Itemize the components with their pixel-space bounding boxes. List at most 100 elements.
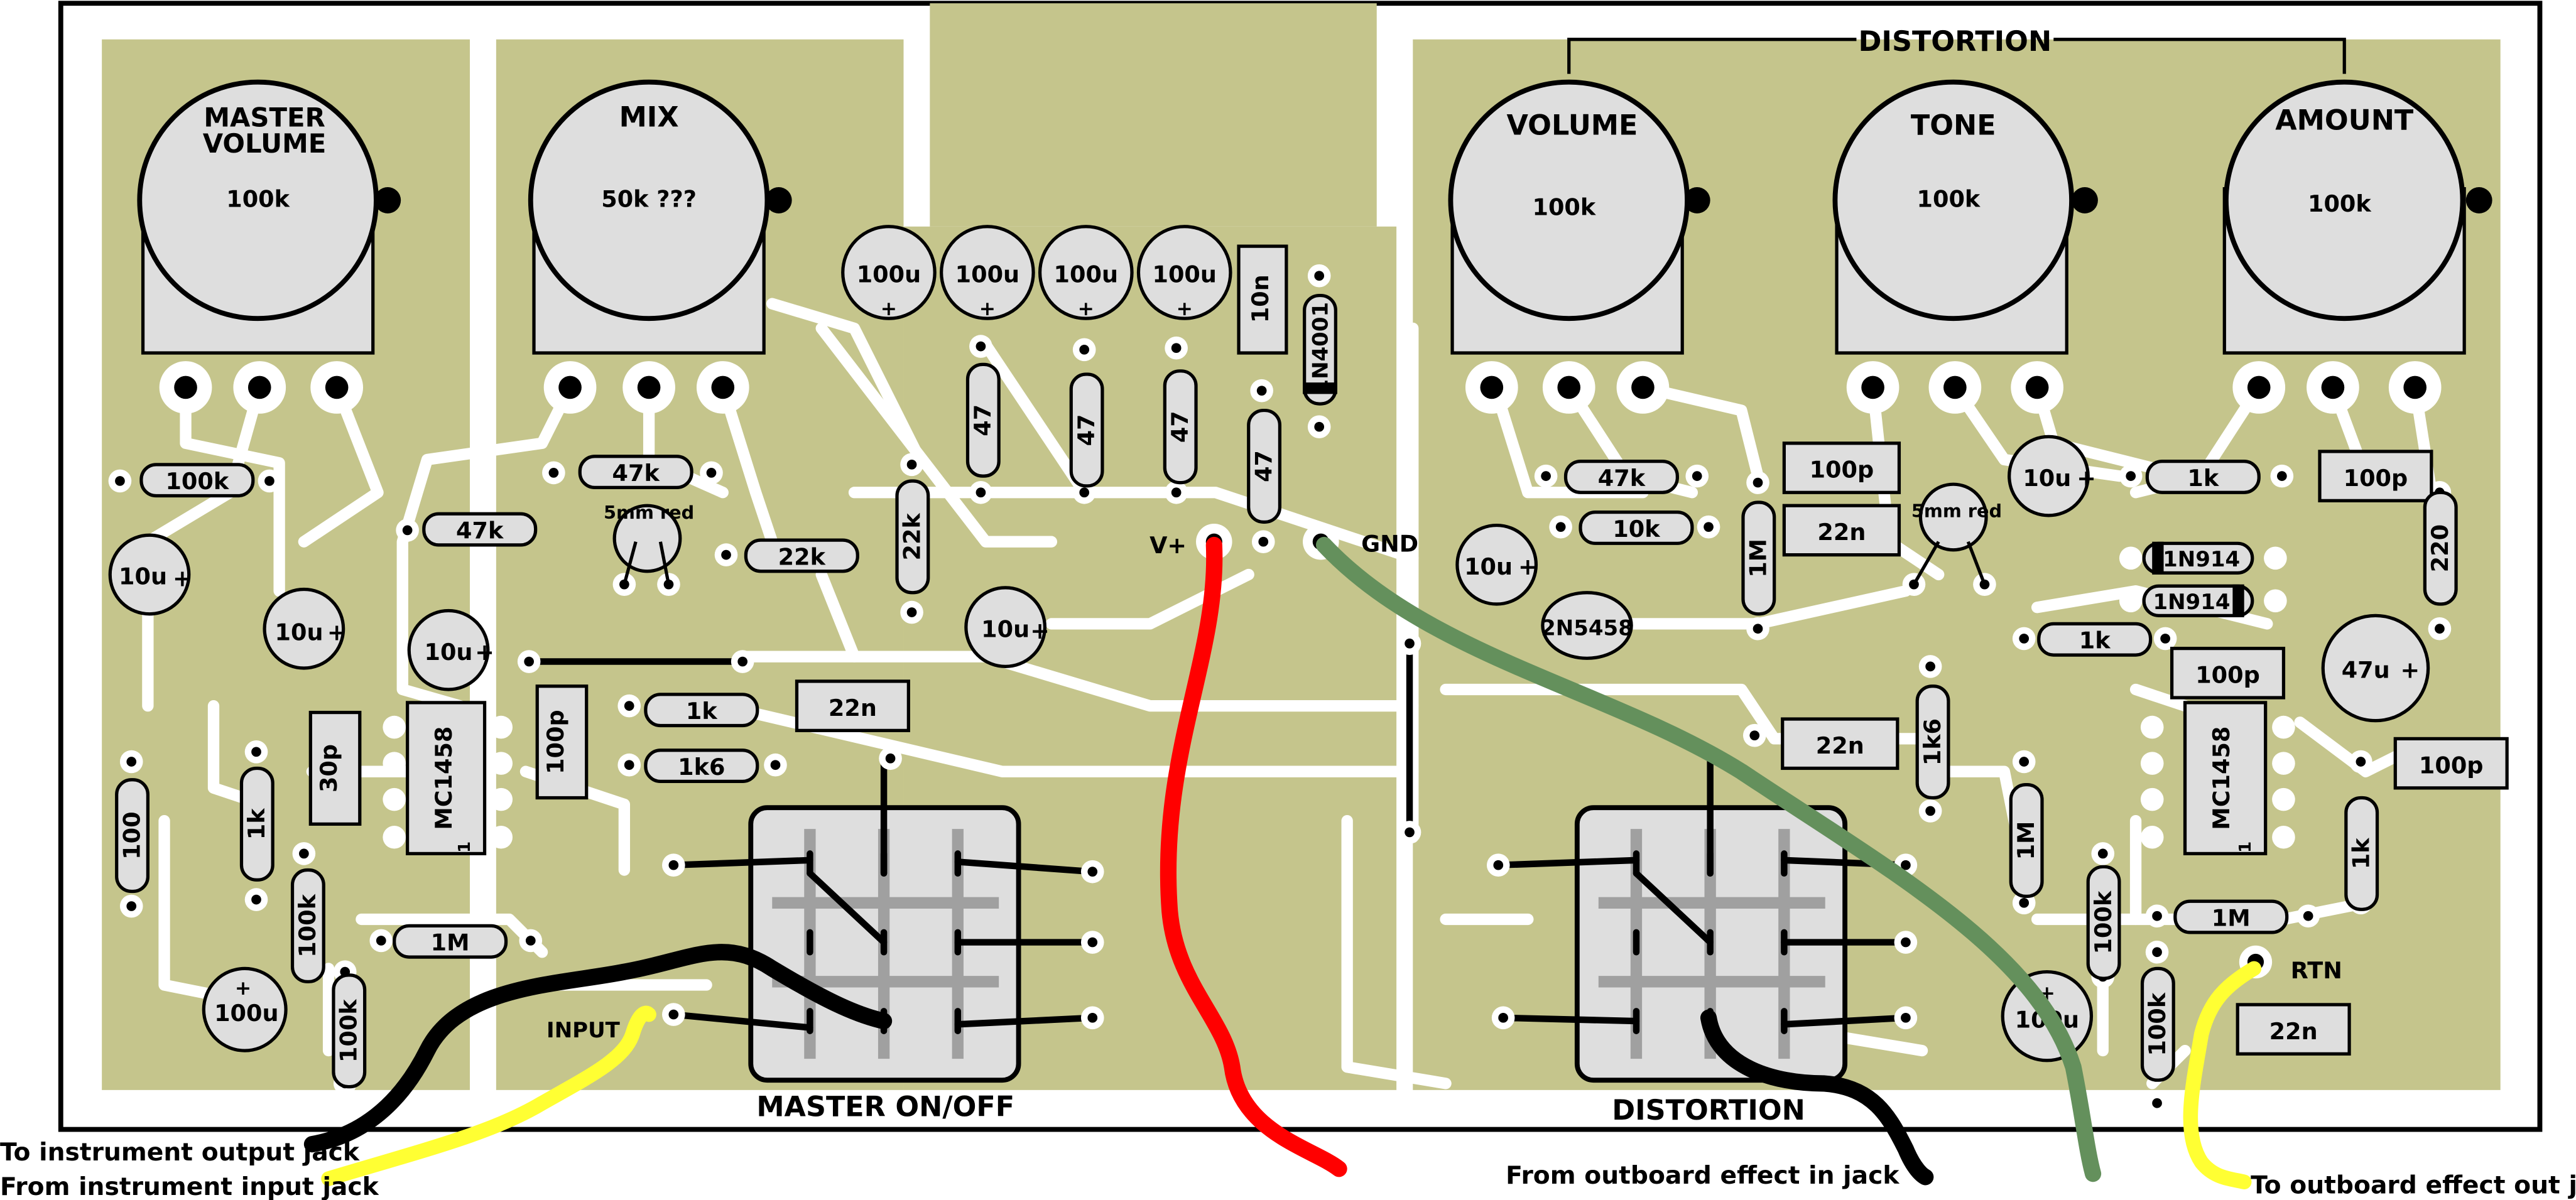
svg-text:100: 100 [118,811,145,859]
wire-yellow-inst-in [321,1005,656,1186]
svg-text:100k: 100k [2090,890,2117,954]
led-5mm-red-a: 5mm red [604,502,694,585]
wire-black-inst-out [303,944,893,1153]
svg-text:1N4001: 1N4001 [1308,302,1333,394]
resistor-1k-c: 1k [2037,622,2153,657]
diode-1n914-b: 1N914 [2142,584,2254,617]
svg-text:10k: 10k [1612,516,1661,543]
svg-text:100p: 100p [542,710,569,774]
svg-text:47: 47 [1073,414,1100,446]
resistor-10k: 10k [1579,511,1694,545]
svg-text:47: 47 [969,404,996,436]
resistor-1k6-b: 1k6 [1915,684,1950,800]
cap-22n-b: 22n [1782,504,1901,557]
cap-10u-b: 10u+ [263,587,347,670]
svg-text:100k: 100k [294,893,321,957]
tone-pot[interactable]: TONE 100k [1832,79,2098,355]
svg-text:1k6: 1k6 [1919,718,1946,765]
svg-text:100u: 100u [1054,261,1118,288]
svg-text:100u: 100u [214,1000,278,1027]
svg-text:47k: 47k [1598,465,1646,492]
svg-text:+: + [1177,298,1193,320]
resistor-100-a: 100 [115,778,150,894]
svg-text:1N914: 1N914 [2153,590,2230,615]
vplus-label: V+ [1149,532,1187,559]
resistor-47k-b: 47k [578,455,693,490]
distortion-switch-label: DISTORTION [1612,1095,1805,1127]
cap-100p-a: 100p [535,684,589,800]
svg-text:1M: 1M [431,929,470,956]
master-switch-label: MASTER ON/OFF [756,1091,1014,1123]
svg-text:47k: 47k [456,517,504,544]
cap-22n-c: 22n [1781,717,1899,770]
volume-pot[interactable]: VOLUME 100k [1448,79,1710,355]
svg-text:+: + [1078,298,1094,320]
svg-text:1k: 1k [2187,465,2219,492]
resistor-1m-d: 1M [2173,899,2289,934]
fx-out-label: To outboard effect out jack [2251,1172,2576,1200]
volume-value: 100k [1533,193,1597,220]
svg-text:47u: 47u [2342,657,2390,684]
cap-10u-f: 10u+ [1455,523,1538,606]
resistor-100k-v1: 100k [290,868,325,983]
rtn-label: RTN [2291,957,2342,984]
svg-text:1M: 1M [2013,821,2040,860]
cap-10u-g: 10u+ [2008,435,2096,517]
cap-10u-a: 10u+ [108,533,192,616]
resistor-1m-b: 1M [1741,500,1776,616]
svg-text:+: + [235,977,251,1000]
wire-green-gnd [1315,536,2102,1182]
svg-text:100k: 100k [165,468,229,495]
svg-text:10u: 10u [981,615,1030,642]
svg-text:10n: 10n [1247,274,1274,323]
resistor-100k-a: 100k [139,463,255,498]
volume-label: VOLUME [1507,109,1638,141]
resistor-22k-v: 22k [895,479,930,595]
resistor-1k-v: 1k [239,766,274,882]
led-5mm-red-b: 5mm red [1911,482,2002,585]
svg-text:+: + [881,298,897,320]
resistor-47-4: 47 [1247,408,1282,524]
wire-red-vplus [1160,536,1347,1177]
svg-text:+: + [979,298,996,320]
cap-100p-e: 100p [2393,737,2509,790]
mix-value: 50k ??? [601,185,697,212]
svg-text:1M: 1M [2212,904,2251,931]
svg-text:30p: 30p [315,744,342,792]
resistor-22k-a: 22k [744,538,859,573]
transistor-2n5458: 2N5458 [1541,591,1633,660]
cap-10u-c: 10u+ [407,608,494,691]
resistor-47-1: 47 [965,362,1001,478]
tone-value: 100k [1917,185,1981,212]
svg-text:1: 1 [455,841,474,853]
svg-text:+: + [327,619,347,646]
svg-text:22k: 22k [899,512,926,561]
resistor-1m-a: 1M [393,924,508,959]
svg-text:MC1458: MC1458 [2208,727,2235,830]
resistor-47k-a: 47k [422,512,538,547]
amount-pot[interactable]: AMOUNT 100k [2222,79,2492,355]
cap-10u-d: 10u+ [964,586,1050,668]
svg-text:+: + [475,639,494,666]
resistor-100k-v3: 100k [2086,865,2121,980]
resistor-47k-c: 47k [1563,459,1679,494]
svg-text:5mm red: 5mm red [1911,500,2002,521]
master-volume-value: 100k [226,185,290,212]
svg-text:47: 47 [1166,411,1193,443]
svg-text:1k: 1k [686,698,718,725]
svg-text:10u: 10u [425,639,473,666]
svg-text:47k: 47k [612,460,661,487]
resistor-100k-v2: 100k [332,973,367,1089]
cap-100u-4: 100u+ [1136,225,1232,320]
cap-10n: 10n [1237,244,1288,355]
svg-text:1N914: 1N914 [2163,547,2240,572]
mix-pot[interactable]: MIX 50k ??? [528,79,792,355]
cap-22n-d: 22n [2236,1003,2351,1056]
svg-text:220: 220 [2427,524,2454,572]
svg-text:100u: 100u [955,261,1019,288]
svg-text:+: + [2077,465,2096,492]
resistor-1k-a: 1k [644,693,759,728]
svg-text:100p: 100p [2195,662,2260,689]
cap-100p-d: 100p [2170,647,2286,700]
